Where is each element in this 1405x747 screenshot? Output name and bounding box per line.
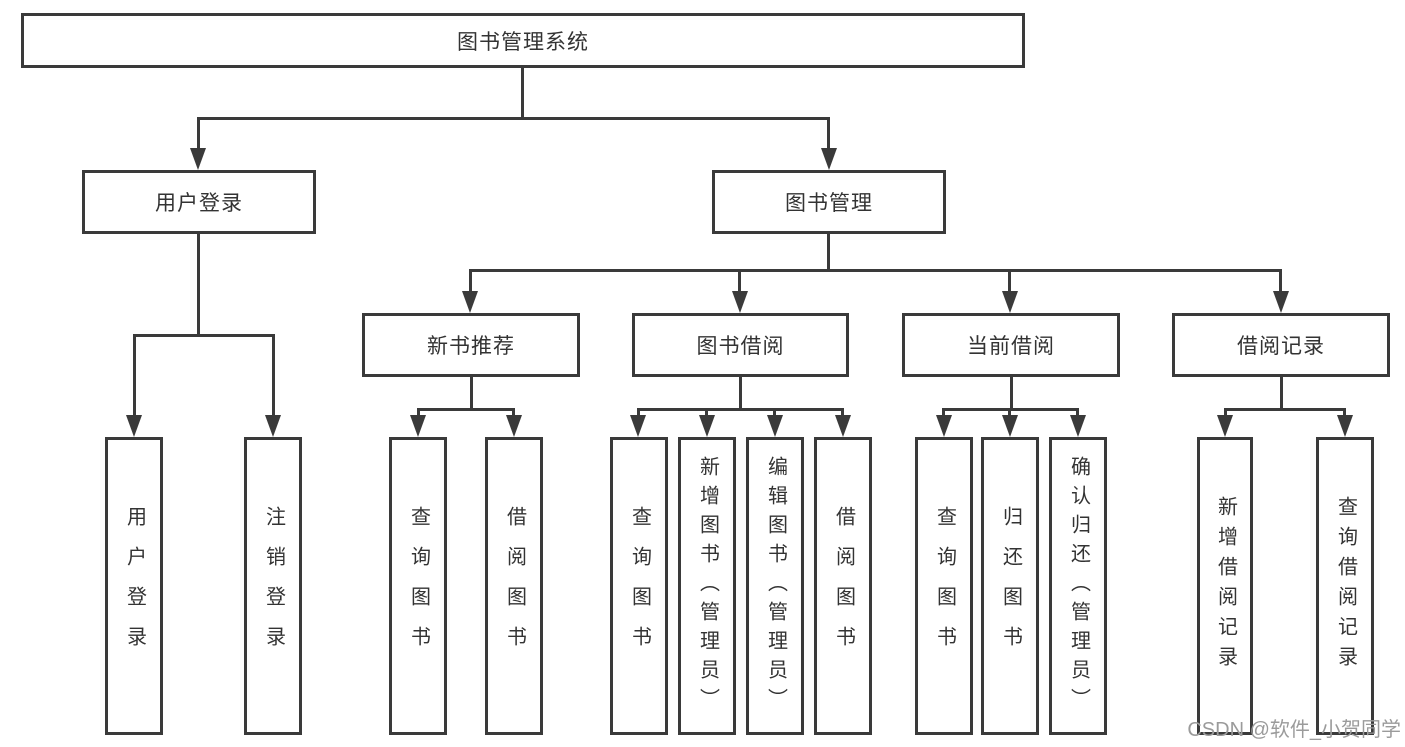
- arrow-down-icon: [1002, 291, 1018, 313]
- connector-segment: [1010, 377, 1013, 411]
- connector-segment: [705, 408, 708, 417]
- connector-segment: [272, 334, 275, 417]
- watermark: CSDN @软件_小贺同学: [1187, 719, 1401, 741]
- leaf-add-borrow-record: 新增借阅记录: [1197, 437, 1253, 735]
- node-label: 图书管理: [785, 192, 873, 215]
- leaf-confirm-return-admin: 确认归还（管理员）: [1049, 437, 1107, 735]
- arrow-down-icon: [506, 415, 522, 437]
- connector-segment: [1225, 408, 1345, 411]
- connector-segment: [1224, 408, 1227, 417]
- leaf-return-books: 归还图书: [981, 437, 1039, 735]
- arrow-down-icon: [1273, 291, 1289, 313]
- node-label: 当前借阅: [967, 335, 1055, 358]
- arrow-down-icon: [1070, 415, 1086, 437]
- leaf-query-borrow-record: 查询借阅记录: [1316, 437, 1374, 735]
- node-borrowing-records: 借阅记录: [1172, 313, 1390, 377]
- connector-segment: [418, 408, 514, 411]
- connector-segment: [470, 377, 473, 411]
- connector-segment: [197, 117, 200, 151]
- arrow-down-icon: [630, 415, 646, 437]
- leaf-label: 查询图书: [628, 506, 651, 666]
- connector-segment: [827, 117, 830, 151]
- connector-segment: [521, 68, 524, 120]
- connector-segment: [841, 408, 844, 417]
- connector-segment: [1008, 269, 1011, 293]
- node-label: 图书管理系统: [457, 30, 589, 54]
- leaf-logout: 注销登录: [244, 437, 302, 735]
- leaf-add-books-admin: 新增图书（管理员）: [678, 437, 736, 735]
- connector-segment: [637, 408, 640, 417]
- arrow-down-icon: [936, 415, 952, 437]
- leaf-user-login: 用户登录: [105, 437, 163, 735]
- arrow-down-icon: [126, 415, 142, 437]
- node-library-management-system: 图书管理系统: [21, 13, 1025, 68]
- leaf-label: 新增图书（管理员）: [696, 455, 719, 717]
- arrow-down-icon: [821, 148, 837, 170]
- leaf-label: 用户登录: [123, 506, 146, 666]
- leaf-label: 归还图书: [999, 506, 1022, 666]
- connector-segment: [738, 269, 741, 293]
- leaf-label: 查询图书: [933, 506, 956, 666]
- connector-segment: [1343, 408, 1346, 417]
- leaf-label: 查询借阅记录: [1334, 496, 1357, 676]
- leaf-label: 新增借阅记录: [1214, 496, 1237, 676]
- node-book-borrowing: 图书借阅: [632, 313, 849, 377]
- arrow-down-icon: [1217, 415, 1233, 437]
- leaf-query-books-recommend: 查询图书: [389, 437, 447, 735]
- connector-segment: [827, 234, 830, 272]
- arrow-down-icon: [265, 415, 281, 437]
- leaf-query-books-current: 查询图书: [915, 437, 973, 735]
- arrow-down-icon: [190, 148, 206, 170]
- node-current-borrowing: 当前借阅: [902, 313, 1120, 377]
- leaf-label: 注销登录: [262, 506, 285, 666]
- connector-segment: [417, 408, 420, 417]
- connector-segment: [1076, 408, 1079, 417]
- node-new-book-recommendation: 新书推荐: [362, 313, 580, 377]
- leaf-label: 编辑图书（管理员）: [764, 455, 787, 717]
- leaf-label: 确认归还（管理员）: [1067, 455, 1090, 717]
- connector-segment: [773, 408, 776, 417]
- arrow-down-icon: [410, 415, 426, 437]
- connector-segment: [133, 334, 136, 417]
- leaf-edit-books-admin: 编辑图书（管理员）: [746, 437, 804, 735]
- connector-segment: [512, 408, 515, 417]
- leaf-borrow-books-recommend: 借阅图书: [485, 437, 543, 735]
- leaf-query-books-borrowing: 查询图书: [610, 437, 668, 735]
- node-label: 借阅记录: [1237, 335, 1325, 358]
- connector-segment: [739, 377, 742, 411]
- connector-segment: [469, 269, 472, 293]
- connector-segment: [1280, 377, 1283, 411]
- connector-segment: [197, 117, 830, 120]
- node-label: 用户登录: [155, 192, 243, 215]
- arrow-down-icon: [699, 415, 715, 437]
- node-label: 图书借阅: [696, 335, 785, 358]
- leaf-label: 借阅图书: [832, 506, 855, 666]
- node-label: 新书推荐: [427, 335, 515, 358]
- arrow-down-icon: [1002, 415, 1018, 437]
- connector-segment: [470, 269, 1281, 272]
- arrow-down-icon: [1337, 415, 1353, 437]
- arrow-down-icon: [835, 415, 851, 437]
- node-book-management: 图书管理: [712, 170, 946, 234]
- connector-segment: [1279, 269, 1282, 293]
- arrow-down-icon: [732, 291, 748, 313]
- connector-segment: [197, 234, 200, 337]
- leaf-label: 借阅图书: [503, 506, 526, 666]
- connector-segment: [638, 408, 843, 411]
- leaf-borrow-books: 借阅图书: [814, 437, 872, 735]
- connector-segment: [1008, 408, 1011, 417]
- node-user-login: 用户登录: [82, 170, 316, 234]
- connector-segment: [133, 334, 274, 337]
- connector-segment: [942, 408, 945, 417]
- leaf-label: 查询图书: [407, 506, 430, 666]
- arrow-down-icon: [767, 415, 783, 437]
- arrow-down-icon: [462, 291, 478, 313]
